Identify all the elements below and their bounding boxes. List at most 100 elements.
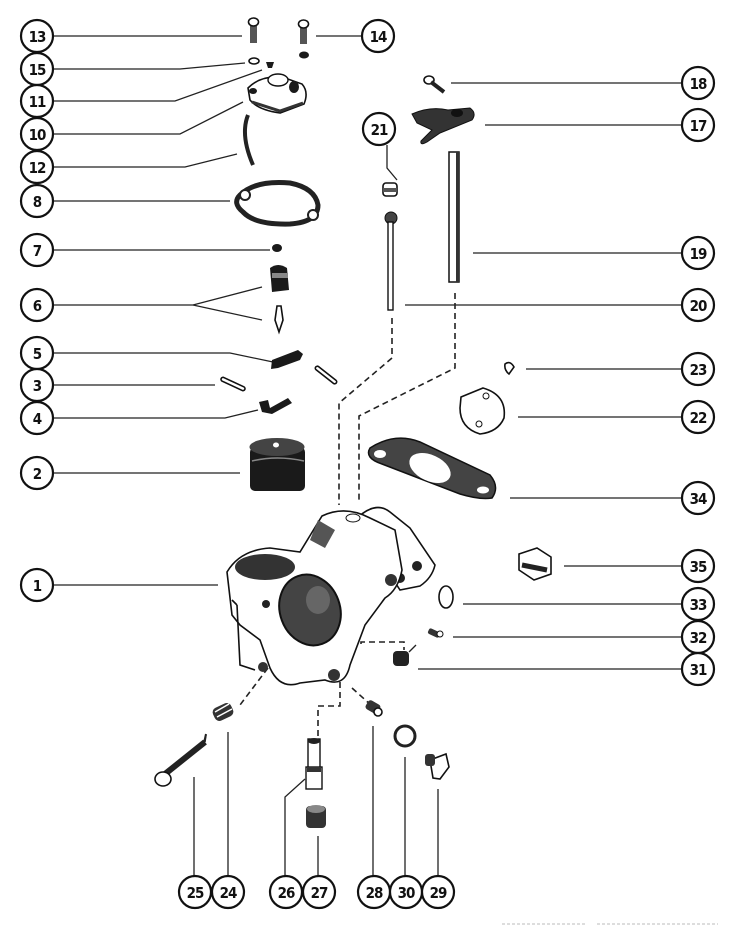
callout-7[interactable]: 7 (19, 232, 55, 268)
callout-30-label: 30 (398, 884, 415, 902)
leader-4 (53, 409, 259, 419)
callout-8[interactable]: 8 (19, 183, 55, 219)
part-5-lever (271, 350, 303, 369)
leader-5 (53, 352, 274, 363)
parts (154, 17, 552, 828)
callout-3[interactable]: 3 (19, 367, 55, 403)
leader-6a (53, 286, 263, 306)
callout-2-label: 2 (33, 465, 42, 483)
part-3-pin (220, 376, 246, 392)
callout-26-label: 26 (278, 884, 295, 902)
callout-21[interactable]: 21 (361, 111, 397, 147)
part-3-pin-b (314, 365, 338, 385)
callout-33-label: 33 (690, 596, 707, 614)
callout-31[interactable]: 31 (680, 651, 716, 687)
callout-19[interactable]: 19 (680, 235, 716, 271)
callout-1[interactable]: 1 (19, 567, 55, 603)
callout-27[interactable]: 27 (301, 874, 337, 910)
part-1-carburetor-body (226, 506, 436, 686)
part-14-screw (297, 19, 310, 59)
callout-17[interactable]: 17 (680, 107, 716, 143)
callout-6[interactable]: 6 (19, 287, 55, 323)
part-34-gasket (367, 437, 497, 500)
callout-5[interactable]: 5 (19, 335, 55, 371)
callout-23-label: 23 (690, 361, 707, 379)
callout-14[interactable]: 14 (360, 18, 396, 54)
dash-body-to-26 (317, 682, 341, 736)
callout-4-label: 4 (33, 410, 42, 428)
callout-26[interactable]: 26 (268, 874, 304, 910)
part-17-lever (411, 107, 475, 145)
callout-10-label: 10 (29, 126, 46, 144)
part-35-nut (518, 547, 552, 581)
leader-12 (53, 153, 238, 168)
part-8-gasket (234, 180, 321, 227)
callout-24[interactable]: 24 (210, 874, 246, 910)
callout-10[interactable]: 10 (19, 116, 55, 152)
part-4-lever (259, 398, 292, 414)
part-27-jet (306, 805, 326, 828)
part-2-float (249, 438, 305, 491)
callout-29[interactable]: 29 (420, 874, 456, 910)
callout-34[interactable]: 34 (680, 480, 716, 516)
callout-27-label: 27 (311, 884, 328, 902)
part-21-nut (382, 182, 398, 197)
callout-17-label: 17 (690, 117, 707, 135)
callout-13[interactable]: 13 (19, 18, 55, 54)
callout-15[interactable]: 15 (19, 51, 55, 87)
callout-25-label: 25 (187, 884, 204, 902)
callout-35[interactable]: 35 (680, 548, 716, 584)
callout-6-label: 6 (33, 297, 42, 315)
part-18-screw (423, 75, 446, 94)
callout-32[interactable]: 32 (680, 619, 716, 655)
part-32-screw (427, 628, 444, 638)
callout-23[interactable]: 23 (680, 351, 716, 387)
part-20-rod (384, 211, 398, 311)
dash-body-to-31 (360, 641, 405, 650)
part-24-spring (212, 703, 234, 721)
callout-4[interactable]: 4 (19, 400, 55, 436)
leader-26 (284, 778, 306, 876)
part-13-screw (247, 17, 260, 43)
callout-20-label: 20 (690, 297, 707, 315)
part-15-washer (248, 57, 260, 65)
part-11-screw (266, 62, 274, 68)
callout-20[interactable]: 20 (680, 287, 716, 323)
part-33-oring (438, 585, 454, 609)
callout-30[interactable]: 30 (388, 874, 424, 910)
leader-lines (53, 35, 682, 876)
part-28-screw (365, 700, 383, 717)
callout-25[interactable]: 25 (177, 874, 213, 910)
leader-15 (53, 62, 246, 70)
callout-1-label: 1 (33, 577, 42, 595)
callout-7-label: 7 (33, 242, 42, 260)
part-19-shaft (448, 151, 460, 283)
leader-11 (53, 69, 263, 102)
callout-34-label: 34 (690, 490, 707, 508)
callout-33[interactable]: 33 (680, 586, 716, 622)
callout-21-label: 21 (371, 121, 388, 139)
callout-31-label: 31 (690, 661, 707, 679)
callout-15-label: 15 (29, 61, 46, 79)
callout-22[interactable]: 22 (680, 399, 716, 435)
part-29-plug (425, 752, 450, 780)
leader-21 (386, 145, 398, 181)
dash-19-to-body (358, 293, 456, 502)
callout-12[interactable]: 12 (19, 149, 55, 185)
callout-11[interactable]: 11 (19, 83, 55, 119)
callout-2[interactable]: 2 (19, 455, 55, 491)
part-25-needle-screw (154, 733, 207, 787)
callout-5-label: 5 (33, 345, 42, 363)
callout-28[interactable]: 28 (356, 874, 392, 910)
callout-18[interactable]: 18 (680, 65, 716, 101)
leader-10 (53, 101, 244, 135)
part-30-washer (393, 724, 417, 748)
part-23-screw (504, 361, 515, 376)
callout-24-label: 24 (220, 884, 237, 902)
part-31-jet (393, 644, 417, 666)
dash-20-to-body (338, 318, 393, 505)
callout-18-label: 18 (690, 75, 707, 93)
callouts: 13 15 11 10 12 8 7 6 5 3 4 2 1 14 21 18 … (19, 18, 716, 910)
callout-8-label: 8 (33, 193, 42, 211)
callout-3-label: 3 (33, 377, 42, 395)
